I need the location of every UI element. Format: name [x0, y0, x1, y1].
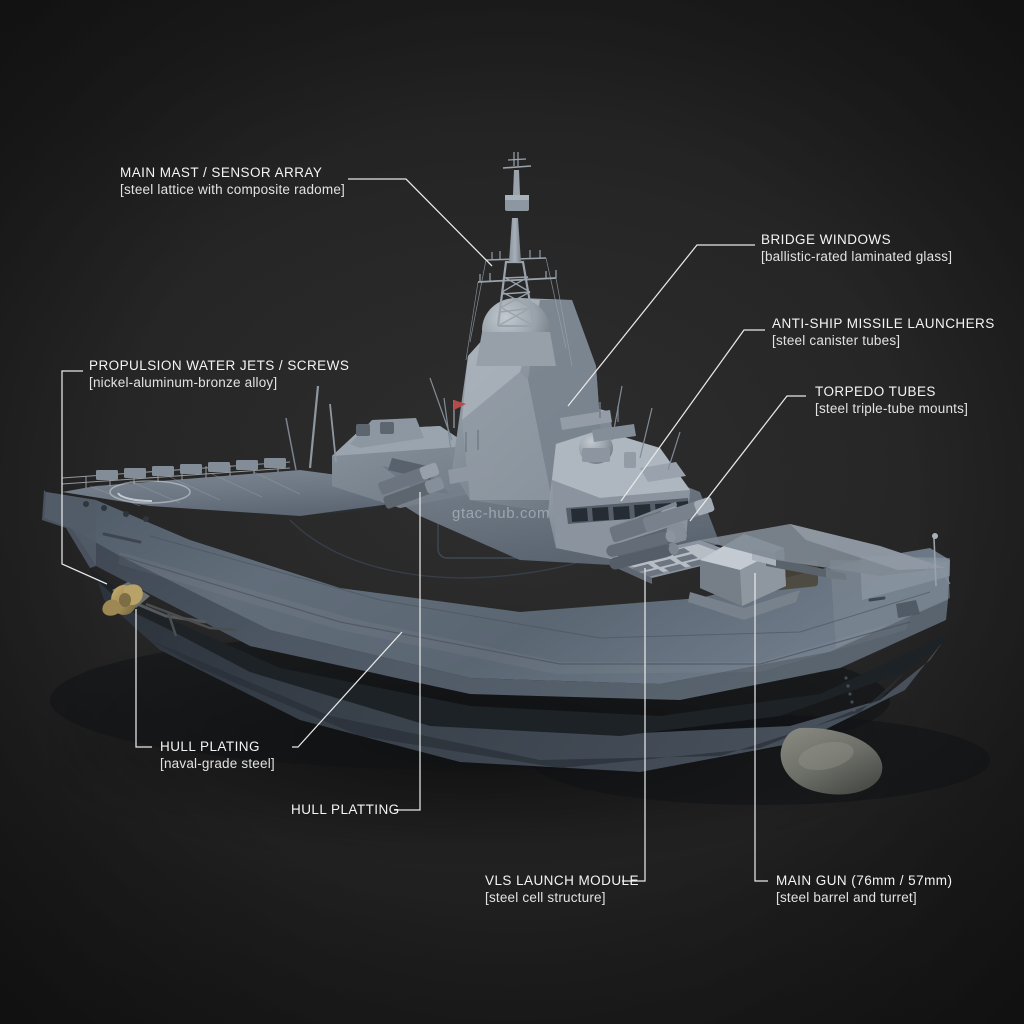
callout-main-gun: MAIN GUN (76mm / 57mm) [steel barrel and…	[776, 872, 952, 906]
callout-anti-ship-missile-launchers: ANTI-SHIP MISSILE LAUNCHERS [steel canis…	[772, 315, 995, 349]
callout-hull-plating: HULL PLATING [naval-grade steel]	[160, 738, 275, 772]
callout-subtitle: [steel lattice with composite radome]	[120, 182, 345, 197]
callout-vls-launch-module: VLS LAUNCH MODULE [steel cell structure]	[485, 872, 639, 906]
callout-title: HULL PLATTING	[291, 802, 400, 817]
callout-title: MAIN MAST / SENSOR ARRAY	[120, 165, 323, 180]
callout-subtitle: [nickel-aluminum-bronze alloy]	[89, 375, 278, 390]
callout-title: HULL PLATING	[160, 739, 260, 754]
callout-subtitle: [naval-grade steel]	[160, 756, 275, 771]
torpedo-tube-mount	[606, 530, 679, 570]
callout-hull-platting: HULL PLATTING	[291, 801, 400, 818]
watermark: gtac-hub.com	[452, 505, 551, 522]
callout-title: PROPULSION WATER JETS / SCREWS	[89, 358, 350, 373]
callout-title: BRIDGE WINDOWS	[761, 232, 892, 247]
callout-title: MAIN GUN (76mm / 57mm)	[776, 873, 953, 888]
callout-title: TORPEDO TUBES	[815, 384, 936, 399]
callout-title: ANTI-SHIP MISSILE LAUNCHERS	[772, 316, 995, 331]
callout-subtitle: [steel canister tubes]	[772, 333, 901, 348]
callout-subtitle: [ballistic-rated laminated glass]	[761, 249, 953, 264]
callout-main-mast: MAIN MAST / SENSOR ARRAY [steel lattice …	[120, 164, 345, 198]
callout-propulsion: PROPULSION WATER JETS / SCREWS [nickel-a…	[89, 357, 349, 391]
callout-subtitle: [steel barrel and turret]	[776, 890, 917, 905]
callout-subtitle: [steel cell structure]	[485, 890, 606, 905]
callout-title: VLS LAUNCH MODULE	[485, 873, 639, 888]
callout-torpedo-tubes: TORPEDO TUBES [steel triple-tube mounts]	[815, 383, 968, 417]
callout-bridge-windows: BRIDGE WINDOWS [ballistic-rated laminate…	[761, 231, 952, 265]
callout-subtitle: [steel triple-tube mounts]	[815, 401, 969, 416]
